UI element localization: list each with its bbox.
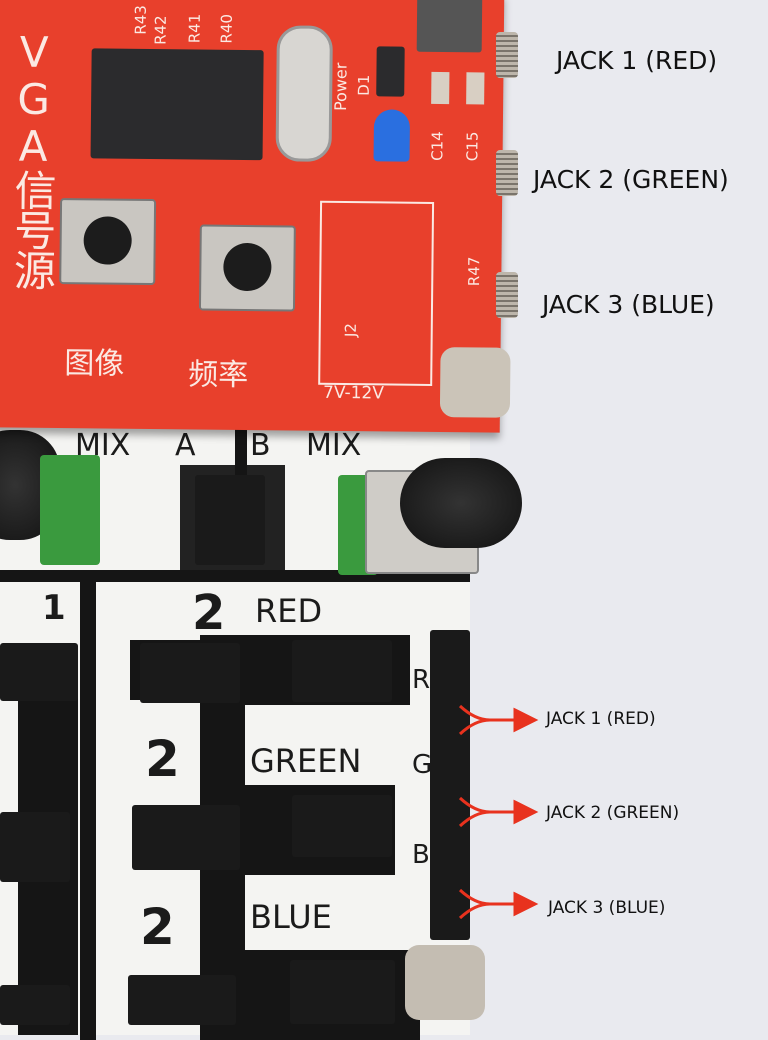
row1-left-number: 1 — [42, 588, 66, 628]
hex-nut — [439, 347, 511, 418]
r40-label: R40 — [217, 13, 236, 44]
pin-header-row3-left[interactable] — [0, 985, 70, 1025]
power-label: Power — [331, 62, 351, 112]
arrow-label-jack-2: JACK 2 (GREEN) — [546, 803, 680, 823]
annotation-jack-2: JACK 2 (GREEN) — [533, 165, 729, 194]
red-label: RED — [255, 592, 323, 630]
arrow-label-jack-1: JACK 1 (RED) — [546, 709, 656, 729]
mix-label-left: MIX — [75, 428, 131, 463]
arrow-icon-1 — [458, 704, 539, 736]
r41-label: R41 — [185, 13, 204, 44]
red-pcb: VGA信号源 图像 频率 Power D1 C14 C15 R43 R42 R4… — [0, 0, 511, 433]
c14-label: C14 — [428, 131, 447, 161]
pin-header-row1-mid[interactable] — [140, 643, 240, 703]
voltage-label: 7V-12V — [322, 382, 385, 404]
j2-label: J2 — [341, 323, 360, 338]
arrows — [458, 704, 539, 920]
mix-label-right: MIX — [306, 428, 362, 463]
r42-label: R42 — [151, 15, 170, 45]
mix-knob-right[interactable] — [400, 458, 522, 548]
annotation-jack-1: JACK 1 (RED) — [556, 46, 718, 75]
row1-number: 2 — [192, 585, 226, 641]
jack-3-connector[interactable] — [496, 272, 518, 318]
pin-header-row1-left[interactable] — [0, 643, 78, 701]
pin-header-row2-right[interactable] — [292, 795, 392, 857]
annotation-jack-3: JACK 3 (BLUE) — [542, 290, 715, 319]
b-label: B — [250, 428, 271, 463]
pin-header-row2-left[interactable] — [0, 812, 70, 882]
hex-nut-bottom — [405, 945, 485, 1020]
c15-label: C15 — [463, 131, 482, 162]
rgb-output-header[interactable] — [430, 630, 470, 940]
ab-jumper-header[interactable] — [195, 475, 265, 565]
diode-d1 — [376, 46, 405, 97]
potentiometer-left — [40, 455, 100, 565]
frequency-button[interactable] — [198, 224, 296, 312]
ic-chip — [90, 48, 264, 161]
r47-label: R47 — [464, 256, 484, 287]
board-title: VGA信号源 — [7, 27, 59, 290]
row3-number: 2 — [140, 898, 175, 956]
blue-label: BLUE — [250, 898, 332, 936]
header-b-label: B — [412, 840, 430, 870]
image-button[interactable] — [59, 198, 157, 286]
arrow-icon-2 — [458, 796, 539, 828]
a-label: A — [175, 428, 196, 463]
power-led — [373, 109, 411, 162]
frequency-button-label: 频率 — [188, 357, 249, 394]
pin-header-row3-right[interactable] — [290, 960, 395, 1024]
regulator — [416, 0, 483, 53]
green-label: GREEN — [250, 742, 362, 780]
jack-2-connector[interactable] — [496, 150, 518, 196]
pin-header-row1-right[interactable] — [292, 640, 392, 702]
image-button-label: 图像 — [64, 346, 125, 382]
pin-header-row2-mid[interactable] — [132, 805, 240, 870]
header-g-label: G — [412, 750, 433, 780]
arrow-label-jack-3: JACK 3 (BLUE) — [548, 898, 666, 918]
arrow-icon-3 — [458, 888, 539, 920]
crystal — [275, 25, 333, 162]
d1-label: D1 — [354, 74, 373, 96]
jack-1-connector[interactable] — [496, 32, 518, 78]
r43-label: R43 — [131, 5, 150, 35]
header-r-label: R — [412, 665, 431, 695]
row2-number: 2 — [145, 730, 180, 788]
pin-header-row3-mid[interactable] — [128, 975, 236, 1025]
